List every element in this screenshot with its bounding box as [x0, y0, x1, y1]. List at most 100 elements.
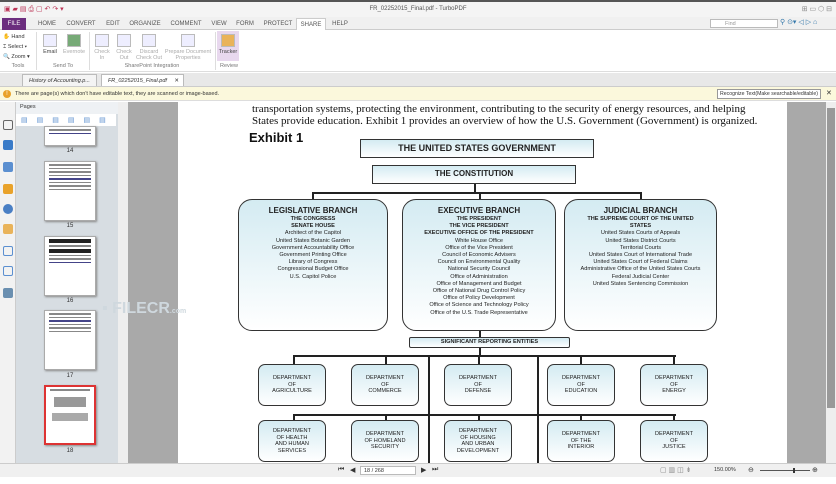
- select-tool[interactable]: ⌶ Select ▾: [3, 44, 27, 50]
- tab-convert[interactable]: CONVERT: [66, 21, 96, 27]
- branch-item: United States District Courts: [605, 237, 676, 244]
- connector-line: [312, 192, 640, 194]
- branch-title: LEGISLATIVE BRANCH: [268, 206, 358, 215]
- scroll-thumb[interactable]: [827, 108, 835, 408]
- branch-subtitle: THE CONGRESS: [290, 216, 336, 222]
- branch-subtitle: THE PRESIDENT: [456, 216, 502, 222]
- constitution-box: THE CONSTITUTION: [372, 165, 576, 184]
- pages-icon[interactable]: [3, 140, 13, 150]
- pages-toolbar[interactable]: ▤▤▤▤▤▤: [16, 114, 116, 126]
- search-icon[interactable]: ⚲ ⊙▾ ◁ ▷ ⌂: [780, 19, 818, 26]
- tab-home[interactable]: HOME: [38, 21, 56, 27]
- window-controls[interactable]: ⊞ ▭ ⬡ ⊟: [801, 6, 832, 13]
- branch-item: Architect of the Capitol: [284, 230, 342, 237]
- connector-line: [293, 355, 676, 357]
- page-thumbnail-current[interactable]: [44, 385, 96, 445]
- zoom-slider[interactable]: [760, 468, 810, 473]
- prev-page-button[interactable]: ◀: [350, 467, 356, 474]
- branch-item: Government Printing Office: [279, 252, 347, 259]
- branch-item: United States Sentencing Commission: [592, 280, 689, 287]
- tracker-button[interactable]: Tracker: [217, 31, 239, 61]
- last-page-button[interactable]: ⏭: [432, 466, 439, 473]
- watermark-logo: ▪ FILECR.com: [102, 300, 187, 317]
- vertical-scrollbar[interactable]: [826, 102, 836, 463]
- evernote-button[interactable]: Evernote: [62, 34, 86, 55]
- pages-scrollbar[interactable]: [118, 102, 128, 463]
- branch-item: Council of Economic Advisers: [442, 252, 516, 259]
- body-text: transportation systems, protecting the e…: [252, 103, 746, 115]
- thumbnail-label: 18: [66, 448, 74, 454]
- document-tabs: History of Accounting.p... FR_02252015_F…: [0, 73, 836, 87]
- first-page-button[interactable]: ⏮: [338, 466, 345, 473]
- next-page-button[interactable]: ▶: [421, 467, 427, 474]
- check-out-button[interactable]: Check Out: [114, 34, 134, 61]
- hand-tool[interactable]: ✋ Hand: [3, 34, 25, 40]
- zoom-tool[interactable]: 🔍 Zoom ▾: [3, 54, 30, 60]
- zoom-in-button[interactable]: ⊕: [812, 467, 818, 474]
- connector-line: [474, 184, 476, 192]
- branch-title: EXECUTIVE BRANCH: [437, 206, 521, 215]
- title-bar: ▣ ▰ ▤ ⎙ ▢ ↶ ↷ ▾ FR_02252015_Final.pdf - …: [0, 0, 836, 17]
- zoom-slider-handle[interactable]: [793, 468, 795, 473]
- close-icon[interactable]: ✕: [826, 90, 832, 97]
- department-box: DEPARTMENT OF JUSTICE: [640, 420, 708, 462]
- link-icon[interactable]: [3, 204, 13, 214]
- zoom-level[interactable]: 150.00%: [714, 467, 736, 473]
- connector-line: [478, 355, 480, 364]
- connector-line: [312, 192, 314, 199]
- form-icon[interactable]: [3, 266, 13, 276]
- attachment-icon[interactable]: [3, 246, 13, 256]
- department-box: DEPARTMENT OF HEALTH AND HUMAN SERVICES: [258, 420, 326, 462]
- warning-icon: !: [3, 90, 11, 98]
- page-icon[interactable]: [3, 120, 13, 130]
- branch-item: Council on Environmental Quality: [437, 259, 521, 266]
- thumbnail-label: 17: [66, 373, 74, 379]
- discard-check-out-button[interactable]: Discard Check Out: [136, 34, 162, 61]
- connector-line: [640, 192, 642, 199]
- connector-line: [537, 355, 539, 463]
- page-thumbnail[interactable]: [44, 310, 96, 370]
- email-button[interactable]: Email: [40, 34, 60, 55]
- tab-file[interactable]: FILE: [2, 18, 26, 30]
- check-in-button[interactable]: Check In: [92, 34, 112, 61]
- department-box: DEPARTMENT OF DEFENSE: [444, 364, 512, 406]
- thumbnail-label: 14: [66, 148, 74, 154]
- page-thumbnail[interactable]: [44, 236, 96, 296]
- document-page: transportation systems, protecting the e…: [178, 102, 787, 463]
- tab-help[interactable]: HELP: [332, 21, 348, 27]
- branch-item: United States Botanic Garden: [275, 237, 350, 244]
- layers-icon[interactable]: [3, 162, 13, 172]
- quick-access-toolbar[interactable]: ▣ ▰ ▤ ⎙ ▢ ↶ ↷ ▾: [4, 6, 64, 13]
- tab-comment[interactable]: COMMENT: [170, 21, 202, 27]
- branch-item: Office of Management and Budget: [436, 280, 522, 287]
- group-label: Review: [219, 63, 239, 69]
- recognize-text-button[interactable]: Recognize Text(Make searchable/editable): [717, 89, 821, 99]
- prepare-document-properties-button[interactable]: Prepare Document Properties: [164, 34, 212, 61]
- signature-icon[interactable]: [3, 288, 13, 298]
- tab-form[interactable]: FORM: [236, 21, 254, 27]
- branch-item: Government Accountability Office: [271, 244, 355, 251]
- tools-group: ✋ Hand ⌶ Select ▾ 🔍 Zoom ▾: [3, 32, 30, 62]
- tab-edit[interactable]: EDIT: [106, 21, 120, 27]
- check-out-icon: [117, 34, 131, 47]
- lock-icon[interactable]: [3, 224, 13, 234]
- page-thumbnail[interactable]: [44, 126, 96, 146]
- tab-share[interactable]: SHARE: [296, 18, 326, 30]
- close-tab-icon[interactable]: ✕: [174, 78, 179, 84]
- view-mode-icons[interactable]: ▢ ▥ ◫ ⇟: [660, 467, 692, 474]
- doc-tab-active[interactable]: FR_02252015_Final.pdf✕: [100, 74, 184, 86]
- tab-organize[interactable]: ORGANIZE: [129, 21, 161, 27]
- connector-line: [479, 348, 481, 355]
- comments-icon[interactable]: [3, 184, 13, 194]
- branch-item: Federal Judicial Center: [611, 273, 670, 280]
- doc-tab[interactable]: History of Accounting.p...: [22, 74, 97, 86]
- page-thumbnail[interactable]: [44, 161, 96, 221]
- tab-protect[interactable]: PROTECT: [263, 21, 293, 27]
- branch-item: Office of Science and Technology Policy: [429, 302, 529, 309]
- zoom-out-button[interactable]: ⊖: [748, 467, 754, 474]
- branch-subtitle: THE SUPREME COURT OF THE UNITED STATES: [587, 216, 694, 230]
- find-input[interactable]: Find: [710, 19, 778, 28]
- tab-view[interactable]: VIEW: [211, 21, 227, 27]
- connector-line: [293, 414, 295, 420]
- page-number-input[interactable]: 18 / 268: [360, 466, 416, 475]
